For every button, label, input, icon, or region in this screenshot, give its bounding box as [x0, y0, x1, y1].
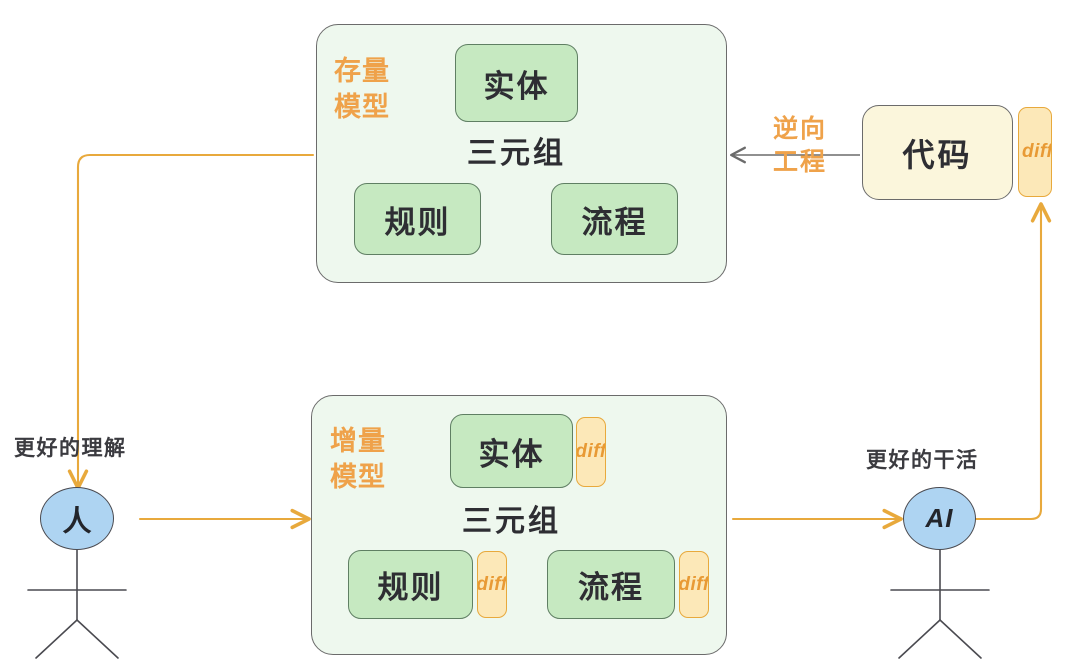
incremental-rule-box[interactable]: 规则	[348, 550, 473, 619]
code-diff-tag[interactable]: diff	[1018, 107, 1052, 197]
better-understanding-label: 更好的理解	[14, 437, 127, 460]
stock-model-caption: 存量 模型	[334, 56, 390, 122]
ai-to-code-arrow	[973, 202, 1052, 521]
human-actor-head[interactable]: 人	[40, 487, 114, 550]
incremental-process-diff-tag[interactable]: diff	[679, 551, 709, 618]
ai-actor-body	[890, 548, 990, 659]
stock-process-box[interactable]: 流程	[551, 183, 678, 255]
incremental-rule-diff-tag[interactable]: diff	[477, 551, 507, 618]
incremental-process-box[interactable]: 流程	[547, 550, 675, 619]
reverse-engineering-label: 逆向 工程	[772, 115, 827, 176]
stock-entity-box[interactable]: 实体	[455, 44, 578, 122]
stock-triple-label: 三元组	[467, 137, 566, 170]
ai-actor-head[interactable]: AI	[903, 487, 976, 550]
code-box[interactable]: 代码	[862, 105, 1013, 200]
incremental-entity-box[interactable]: 实体	[450, 414, 573, 488]
stock-rule-box[interactable]: 规则	[354, 183, 481, 255]
incremental-triple-label: 三元组	[462, 505, 561, 538]
human-actor-body	[27, 548, 127, 659]
incremental-model-caption: 增量 模型	[330, 426, 386, 492]
better-work-label: 更好的干活	[866, 449, 979, 472]
incremental-entity-diff-tag[interactable]: diff	[576, 417, 606, 487]
